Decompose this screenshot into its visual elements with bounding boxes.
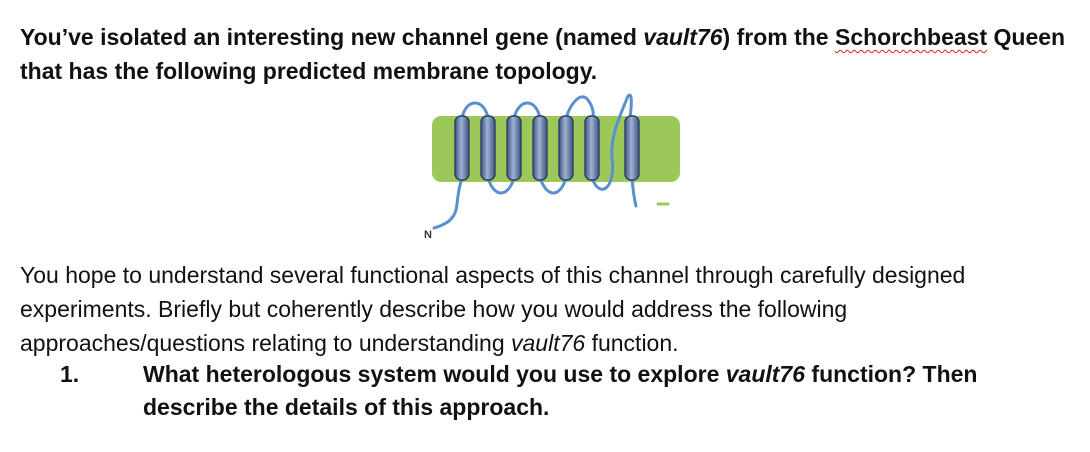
c-terminal-tail bbox=[630, 176, 638, 208]
intro-text-2: ) from the bbox=[722, 24, 835, 50]
n-terminus-label: N bbox=[424, 229, 432, 241]
helix-7 bbox=[624, 115, 640, 181]
helix-1 bbox=[454, 115, 470, 181]
n-terminal-tail bbox=[432, 176, 464, 230]
gene-name: vault76 bbox=[725, 361, 806, 387]
topology-diagram: N bbox=[424, 93, 680, 241]
helix-5 bbox=[558, 115, 574, 181]
spellcheck-flagged-word[interactable]: Schorchbeast bbox=[835, 24, 988, 50]
instructions-paragraph: You hope to understand several functiona… bbox=[20, 258, 1070, 360]
loop-2-3 bbox=[486, 176, 516, 195]
loop-4-5 bbox=[538, 176, 568, 195]
question-text-2: function? Then describe the details of t… bbox=[143, 361, 978, 420]
loop-5-6 bbox=[564, 95, 595, 120]
loop-3-4 bbox=[512, 101, 542, 120]
instructions-text-2: function. bbox=[585, 330, 679, 356]
intro-text-1: You’ve isolated an interesting new chann… bbox=[20, 24, 644, 50]
intro-text-3: Queen that has the following predicted m… bbox=[20, 24, 1066, 84]
helix-3 bbox=[506, 115, 522, 181]
question-number: 1. bbox=[60, 361, 80, 387]
gene-name: vault76 bbox=[511, 330, 586, 356]
loop-6-7 bbox=[590, 93, 633, 191]
instructions-text-1: You hope to understand several functiona… bbox=[20, 262, 966, 356]
question-text-1: What heterologous system would you use t… bbox=[143, 361, 726, 387]
helix-6 bbox=[584, 115, 600, 181]
loop-1-2 bbox=[460, 101, 490, 120]
helix-2 bbox=[480, 115, 496, 181]
question-text: What heterologous system would you use t… bbox=[143, 358, 1023, 424]
gene-name: vault76 bbox=[643, 24, 723, 50]
intro-paragraph: You’ve isolated an interesting new chann… bbox=[20, 20, 1070, 88]
helix-4 bbox=[532, 115, 548, 181]
membrane-topology-figure: N bbox=[410, 86, 700, 248]
